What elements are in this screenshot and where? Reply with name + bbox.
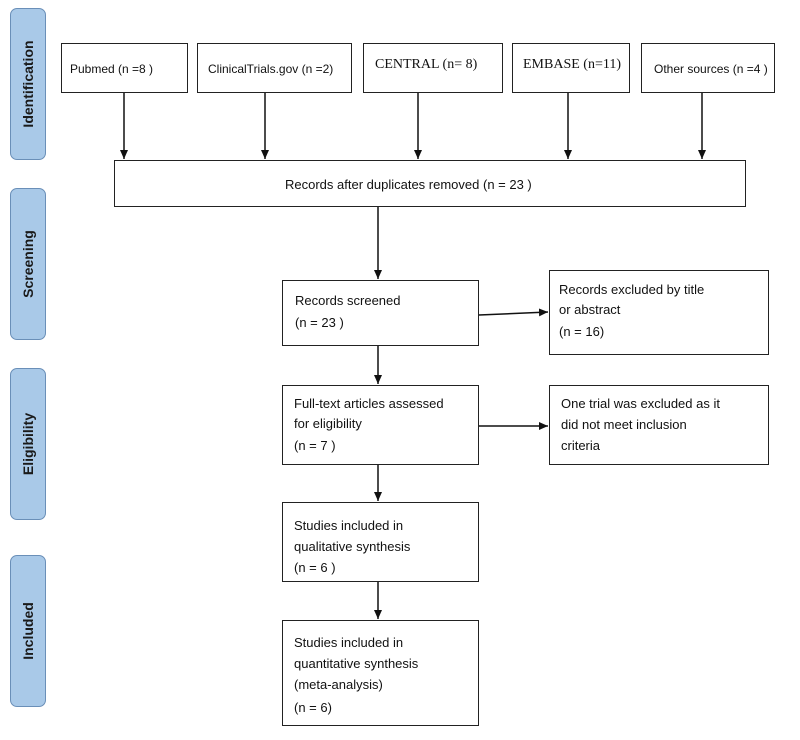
excluded-title-line3: (n = 16) bbox=[559, 324, 605, 339]
qualitative-line1: Studies included in bbox=[294, 518, 404, 533]
phase-included: Included bbox=[10, 555, 46, 707]
source-central-label: CENTRAL (n= 8) bbox=[375, 57, 478, 72]
excluded-title-line2: or abstract bbox=[559, 302, 621, 317]
source-embase-box: EMBASE (n=11) bbox=[512, 43, 630, 93]
excluded-trial-line3: criteria bbox=[561, 438, 601, 453]
source-other-label: Other sources (n =4 ) bbox=[654, 62, 768, 76]
excluded-title-line1: Records excluded by title bbox=[559, 282, 705, 297]
source-embase-label: EMBASE (n=11) bbox=[523, 57, 621, 72]
excluded-trial-line1: One trial was excluded as it bbox=[561, 396, 720, 411]
qualitative-synthesis-box: Studies included in qualitative synthesi… bbox=[282, 502, 479, 582]
arrow-screened-to-excluded bbox=[478, 308, 549, 317]
excluded-trial-box: One trial was excluded as it did not mee… bbox=[549, 385, 769, 465]
records-screened-line1: Records screened bbox=[295, 293, 401, 308]
records-screened-line2: (n = 23 ) bbox=[295, 315, 344, 330]
source-clinicaltrials-label: ClinicalTrials.gov (n =2) bbox=[208, 62, 334, 76]
source-other-box: Other sources (n =4 ) bbox=[641, 43, 775, 93]
source-clinicaltrials-box: ClinicalTrials.gov (n =2) bbox=[197, 43, 352, 93]
phase-eligibility: Eligibility bbox=[10, 368, 46, 520]
quantitative-line4: (n = 6) bbox=[294, 700, 332, 715]
fulltext-assessed-line2: for eligibility bbox=[294, 416, 362, 431]
quantitative-line2: quantitative synthesis bbox=[294, 656, 419, 671]
quantitative-synthesis-box: Studies included in quantitative synthes… bbox=[282, 620, 479, 726]
qualitative-line3: (n = 6 ) bbox=[294, 560, 336, 575]
duplicates-removed-box: Records after duplicates removed (n = 23… bbox=[114, 160, 746, 207]
records-screened-box: Records screened (n = 23 ) bbox=[282, 280, 479, 346]
fulltext-assessed-box: Full-text articles assessed for eligibil… bbox=[282, 385, 479, 465]
source-central-box: CENTRAL (n= 8) bbox=[363, 43, 503, 93]
fulltext-assessed-line3: (n = 7 ) bbox=[294, 438, 336, 453]
quantitative-line3: (meta-analysis) bbox=[294, 677, 383, 692]
source-pubmed-box: Pubmed (n =8 ) bbox=[61, 43, 188, 93]
qualitative-line2: qualitative synthesis bbox=[294, 539, 411, 554]
quantitative-line1: Studies included in bbox=[294, 635, 404, 650]
fulltext-assessed-line1: Full-text articles assessed bbox=[294, 396, 444, 411]
source-pubmed-label: Pubmed (n =8 ) bbox=[70, 62, 154, 76]
phase-screening: Screening bbox=[10, 188, 46, 340]
phase-identification: Identification bbox=[10, 8, 46, 160]
duplicates-removed-label: Records after duplicates removed (n = 23… bbox=[285, 177, 532, 192]
excluded-trial-line2: did not meet inclusion bbox=[561, 417, 687, 432]
excluded-title-box: Records excluded by title or abstract (n… bbox=[549, 270, 769, 355]
